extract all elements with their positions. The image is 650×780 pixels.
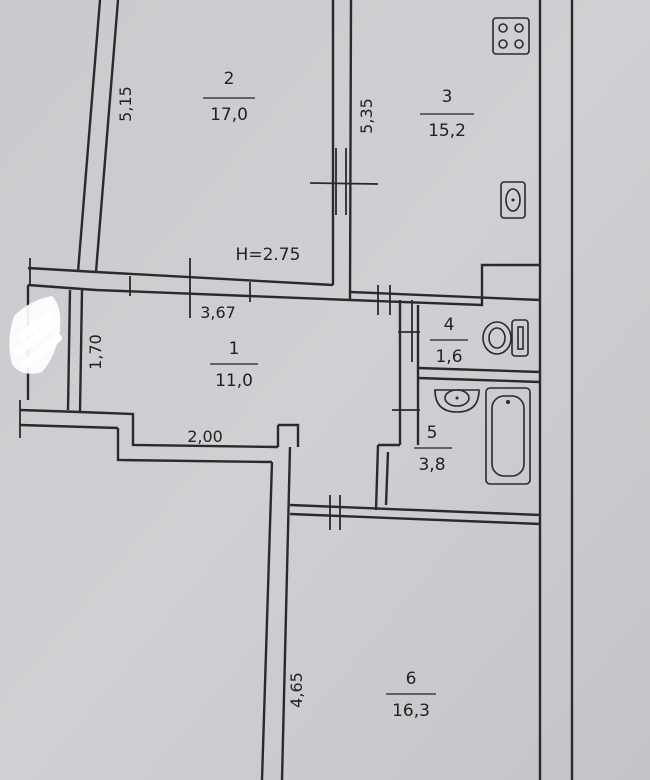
room-area: 17,0 <box>210 105 248 125</box>
ceiling-height: H=2.75 <box>236 245 301 265</box>
sink-icon <box>500 181 526 219</box>
room-number: 4 <box>444 315 455 335</box>
walls <box>19 0 574 780</box>
room-area: 15,2 <box>428 121 466 141</box>
room-number: 1 <box>229 339 240 359</box>
room-label-3: 3 15,2 <box>420 87 474 141</box>
room-number: 3 <box>442 87 453 107</box>
room-number: 2 <box>224 69 235 89</box>
room-number: 6 <box>406 669 417 689</box>
dimension-room2-length: 5,15 <box>116 86 135 122</box>
bathtub-icon <box>485 387 531 485</box>
room-label-6: 6 16,3 <box>386 669 436 721</box>
stove-icon <box>492 17 530 55</box>
dimension-room6-length: 4,65 <box>287 672 306 708</box>
dimension-corridor-width: 2,00 <box>187 427 223 446</box>
dimension-hall-width: 3,67 <box>200 303 236 322</box>
door-markers <box>19 148 420 530</box>
room-number: 5 <box>427 423 438 443</box>
room-area: 16,3 <box>392 701 430 721</box>
room-area: 3,8 <box>418 455 445 475</box>
room-area: 1,6 <box>435 347 462 367</box>
room-area: 11,0 <box>215 371 253 391</box>
washbasin-icon <box>434 389 480 413</box>
room-label-5: 5 3,8 <box>414 423 452 475</box>
toilet-icon <box>482 319 529 357</box>
dimension-room3-length: 5,35 <box>357 98 376 134</box>
room-label-2: 2 17,0 <box>203 69 255 125</box>
room-label-4: 4 1,6 <box>430 315 468 367</box>
redaction-mark <box>9 296 62 374</box>
room-label-1: 1 11,0 <box>210 339 258 391</box>
dimension-hall-depth: 1,70 <box>86 334 105 370</box>
